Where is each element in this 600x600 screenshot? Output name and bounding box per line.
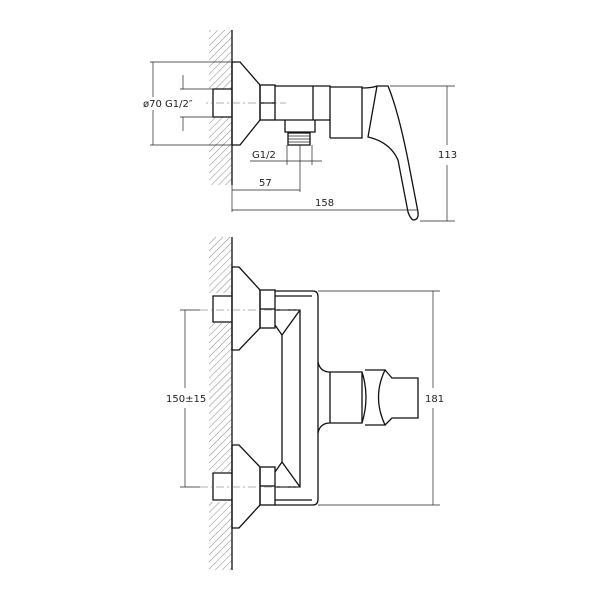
valve-body — [275, 85, 363, 139]
pipe-stub-bottom — [212, 472, 232, 501]
label-outlet-distance: 57 — [259, 178, 272, 189]
wall-hatch — [209, 30, 233, 185]
dimension-outlet-distance: 57 — [232, 145, 301, 192]
dimension-centers: 150±15 — [166, 309, 206, 488]
mixer-bar-inner — [274, 309, 301, 488]
label-outlet-thread: G1/2 — [252, 150, 276, 161]
outlet-thread — [288, 135, 310, 143]
label-diameter: ø70 G1/2″ — [143, 99, 193, 110]
escutcheon-top — [231, 266, 261, 351]
label-depth: 158 — [315, 198, 334, 209]
pipe-stub-top — [212, 295, 232, 323]
dimension-diameter: ø70 G1/2″ — [140, 61, 232, 146]
side-view: ø70 G1/2″ G1/2 57 158 113 — [140, 30, 457, 222]
dimension-outlet-thread: G1/2 — [250, 145, 322, 165]
mixer-bar — [275, 290, 319, 506]
label-height: 113 — [438, 150, 457, 161]
escutcheon — [231, 61, 261, 146]
outlet — [284, 120, 316, 146]
dimension-height: 113 — [390, 85, 457, 222]
dimension-width: 181 — [318, 290, 444, 506]
dimension-depth: 158 — [231, 185, 418, 212]
wall-hatch — [209, 237, 233, 570]
label-width: 181 — [425, 394, 444, 405]
front-view: 150±15 181 — [166, 237, 444, 570]
cartridge — [317, 361, 419, 434]
lever-handle — [361, 85, 419, 221]
label-centers: 150±15 — [166, 394, 206, 405]
escutcheon-bottom — [231, 444, 261, 529]
